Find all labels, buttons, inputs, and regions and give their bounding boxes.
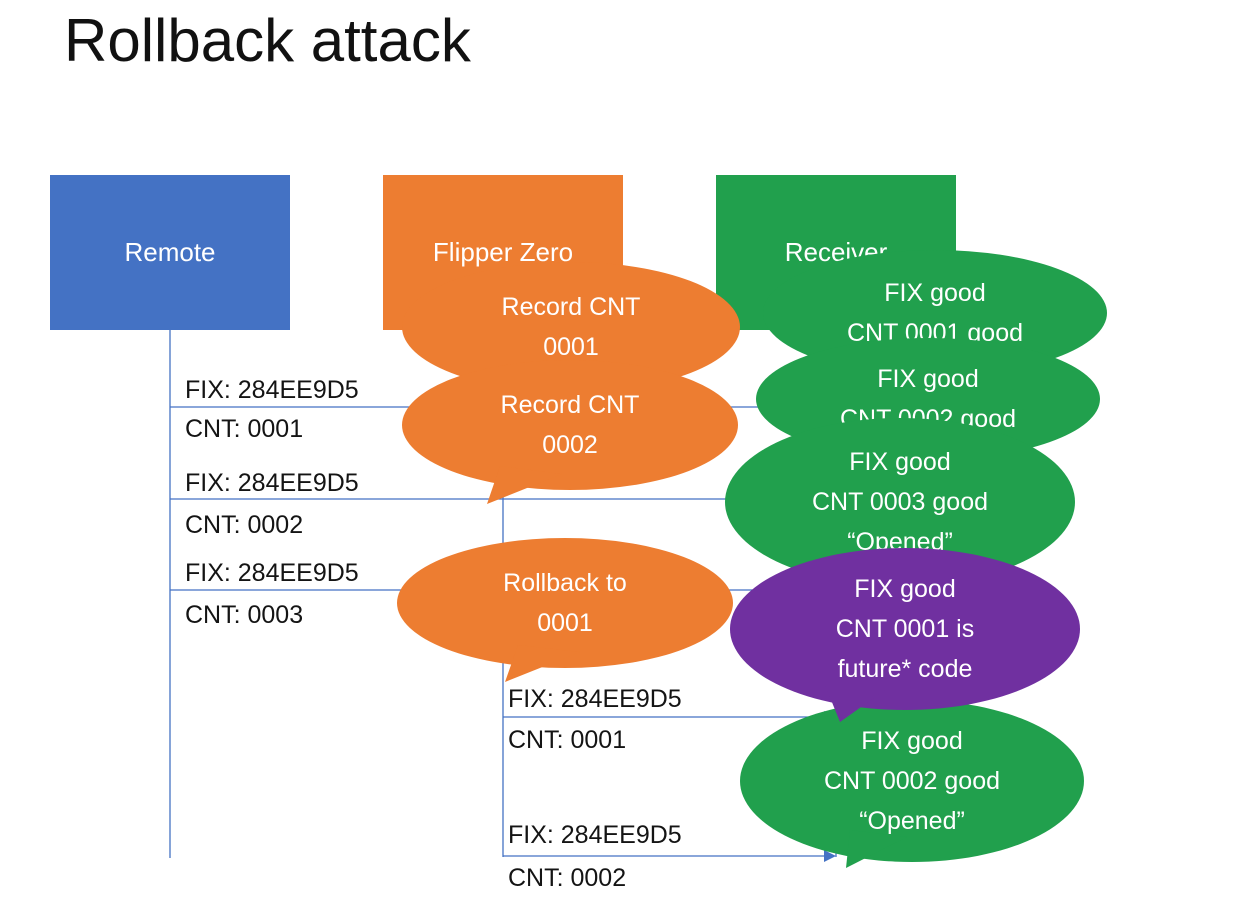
message-1-cnt-label: CNT: 0001 <box>185 415 304 443</box>
callout-text: FIX good CNT 0001 is future* code <box>730 548 1080 710</box>
message-4-cnt-label: CNT: 0001 <box>508 726 627 754</box>
message-5-fix-label: FIX: 284EE9D5 <box>508 821 682 849</box>
callout-line: Rollback to <box>503 569 627 597</box>
callout-line: CNT 0001 is <box>835 615 975 643</box>
callout-line: “Opened” <box>859 807 965 835</box>
callout-ellipse <box>402 360 738 490</box>
message-3-fix-label: FIX: 284EE9D5 <box>185 559 359 587</box>
callout-line: FIX good <box>877 365 979 393</box>
message-5-cnt-label: CNT: 0002 <box>508 864 627 892</box>
callout-line: CNT 0003 good <box>811 488 989 516</box>
callout-text: Rollback to 0001 <box>397 538 733 668</box>
message-2-cnt-label: CNT: 0002 <box>185 511 304 539</box>
message-5-arrowhead <box>824 850 836 862</box>
callout-line: FIX good <box>849 448 951 476</box>
callout-text: Record CNT 0001 <box>402 262 740 392</box>
page-title: Rollback attack <box>64 7 471 74</box>
actor-label-remote: Remote <box>124 237 216 267</box>
message-1-fix-label: FIX: 284EE9D5 <box>185 376 359 404</box>
callout-line: FIX good <box>884 279 986 307</box>
callout-line: Record CNT <box>500 391 640 419</box>
callout-line: 0001 <box>537 609 593 637</box>
actor-box-remote: Remote <box>50 175 290 330</box>
callout-ellipse <box>730 548 1080 710</box>
message-3-cnt-label: CNT: 0003 <box>185 601 304 629</box>
callout-ellipse <box>740 700 1084 862</box>
callout-line: FIX good <box>854 575 956 603</box>
callout-line: 0002 <box>542 431 598 459</box>
callout-line: future* code <box>837 655 973 683</box>
callout-line: FIX good <box>861 727 963 755</box>
callout-text: Record CNT 0002 <box>402 360 738 490</box>
message-4-fix-label: FIX: 284EE9D5 <box>508 685 682 713</box>
callout-line: CNT 0002 good <box>823 767 1001 795</box>
message-2-fix-label: FIX: 284EE9D5 <box>185 469 359 497</box>
callout-line: 0001 <box>543 333 599 361</box>
callout-line: Record CNT <box>501 293 641 321</box>
callout-text: FIX good CNT 0002 good “Opened” <box>740 700 1084 862</box>
callout-ellipse <box>397 538 733 668</box>
